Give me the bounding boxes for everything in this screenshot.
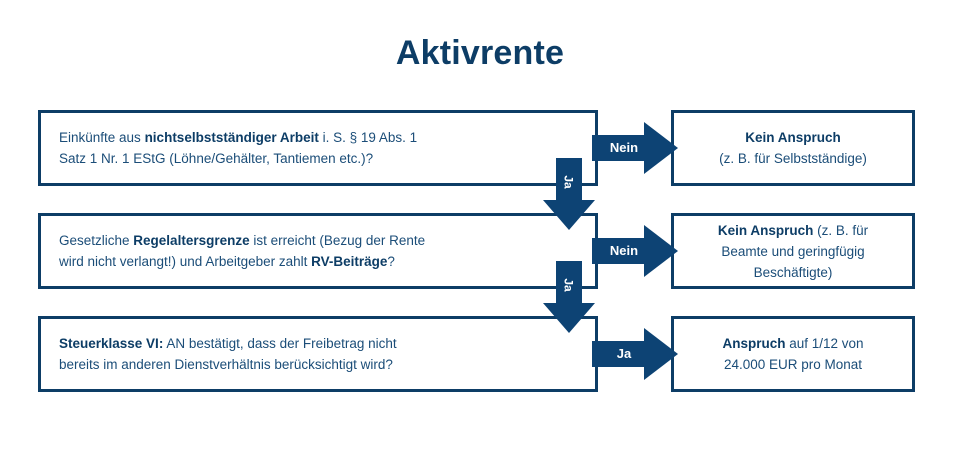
question-1-text: Einkünfte aus nichtselbstständiger Arbei… [59, 130, 418, 166]
page-title: Aktivrente [395, 34, 565, 72]
question-2-text: Gesetzliche Regelaltersgrenze ist erreic… [59, 233, 426, 269]
arrow-head-icon [644, 328, 678, 380]
arrow-shaft [592, 135, 648, 161]
arrow-label-nein-2: Nein [609, 243, 639, 258]
question-box-2: Gesetzliche Regelaltersgrenze ist erreic… [38, 213, 598, 289]
question-box-1: Einkünfte aus nichtselbstständiger Arbei… [38, 110, 598, 186]
result-box-1: Kein Anspruch(z. B. für Selbstständige) [671, 110, 915, 186]
arrow-head-icon [543, 200, 595, 230]
arrow-right-nein-2: Nein [592, 225, 678, 277]
question-3-text: Steuerklasse VI: AN bestätigt, dass der … [59, 336, 397, 372]
arrow-label-ja-3: Ja [616, 346, 632, 361]
arrow-label-text: Ja [561, 278, 576, 292]
arrow-label-ja-1: Ja [556, 160, 582, 204]
arrow-shaft [556, 158, 582, 204]
question-box-3: Steuerklasse VI: AN bestätigt, dass der … [38, 316, 598, 392]
arrow-shaft [592, 238, 648, 264]
result-1-text: Kein Anspruch(z. B. für Selbstständige) [719, 130, 867, 166]
arrow-head-icon [543, 303, 595, 333]
arrow-down-ja-2: Ja [543, 261, 595, 333]
arrow-head-icon [644, 122, 678, 174]
arrow-down-ja-1: Ja [543, 158, 595, 230]
arrow-label-ja-2: Ja [556, 263, 582, 307]
arrow-right-ja-3: Ja [592, 328, 678, 380]
arrow-right-nein-1: Nein [592, 122, 678, 174]
arrow-label-nein-1: Nein [609, 140, 639, 155]
arrow-head-icon [644, 225, 678, 277]
arrow-shaft [556, 261, 582, 307]
arrow-shaft [592, 341, 648, 367]
arrow-label-text: Ja [561, 175, 576, 189]
